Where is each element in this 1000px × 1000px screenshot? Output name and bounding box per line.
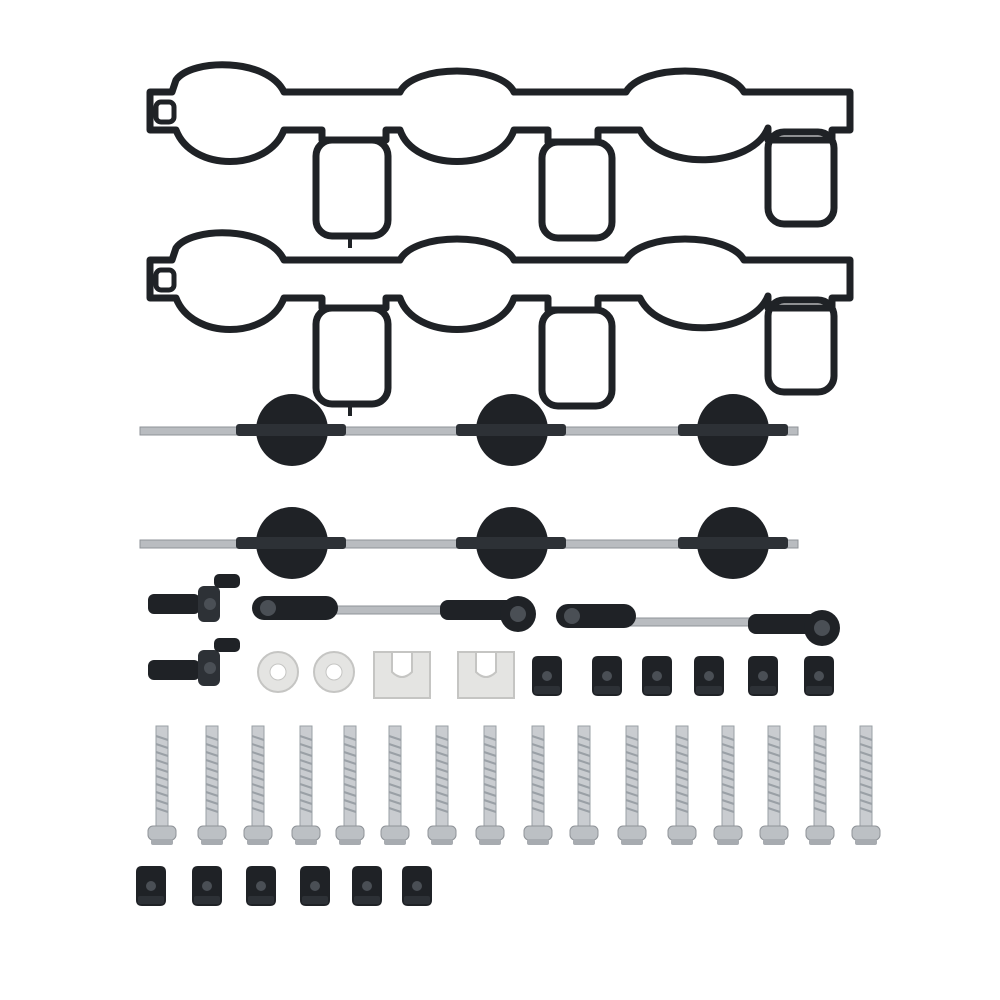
screw-1 bbox=[147, 725, 177, 846]
screw-16 bbox=[851, 725, 881, 846]
screw-3 bbox=[243, 725, 273, 846]
bushing-lower-4 bbox=[300, 866, 330, 906]
retaining-clip-2 bbox=[457, 651, 515, 699]
screw-7 bbox=[427, 725, 457, 846]
screw-10 bbox=[569, 725, 599, 846]
bushing-lower-6 bbox=[402, 866, 432, 906]
screw-9 bbox=[523, 725, 553, 846]
bushing-upper-4 bbox=[694, 656, 724, 696]
screw-11 bbox=[617, 725, 647, 846]
screw-14 bbox=[759, 725, 789, 846]
link-rod-left bbox=[252, 596, 536, 632]
retaining-clip-1 bbox=[373, 651, 431, 699]
screw-6 bbox=[380, 725, 410, 846]
link-rod-right bbox=[556, 604, 840, 646]
swirl-flap-rod-bottom bbox=[139, 506, 799, 580]
bushing-lower-2 bbox=[192, 866, 222, 906]
actuator-ball-joint-lower bbox=[148, 638, 240, 686]
manifold-gasket-top bbox=[150, 65, 850, 248]
washer-1 bbox=[257, 651, 299, 693]
screw-12 bbox=[667, 725, 697, 846]
bushing-upper-3 bbox=[642, 656, 672, 696]
bushing-upper-6 bbox=[804, 656, 834, 696]
manifold-gasket-bottom bbox=[150, 233, 850, 416]
screw-15 bbox=[805, 725, 835, 846]
bushing-lower-1 bbox=[136, 866, 166, 906]
bushing-lower-3 bbox=[246, 866, 276, 906]
actuator-ball-joint-upper bbox=[148, 574, 240, 622]
bushing-lower-5 bbox=[352, 866, 382, 906]
bushing-upper-2 bbox=[592, 656, 622, 696]
swirl-flap-rod-top bbox=[139, 393, 799, 467]
bushing-upper-1 bbox=[532, 656, 562, 696]
screw-5 bbox=[335, 725, 365, 846]
screw-8 bbox=[475, 725, 505, 846]
screw-13 bbox=[713, 725, 743, 846]
screw-2 bbox=[197, 725, 227, 846]
screw-4 bbox=[291, 725, 321, 846]
washer-2 bbox=[313, 651, 355, 693]
bushing-upper-5 bbox=[748, 656, 778, 696]
